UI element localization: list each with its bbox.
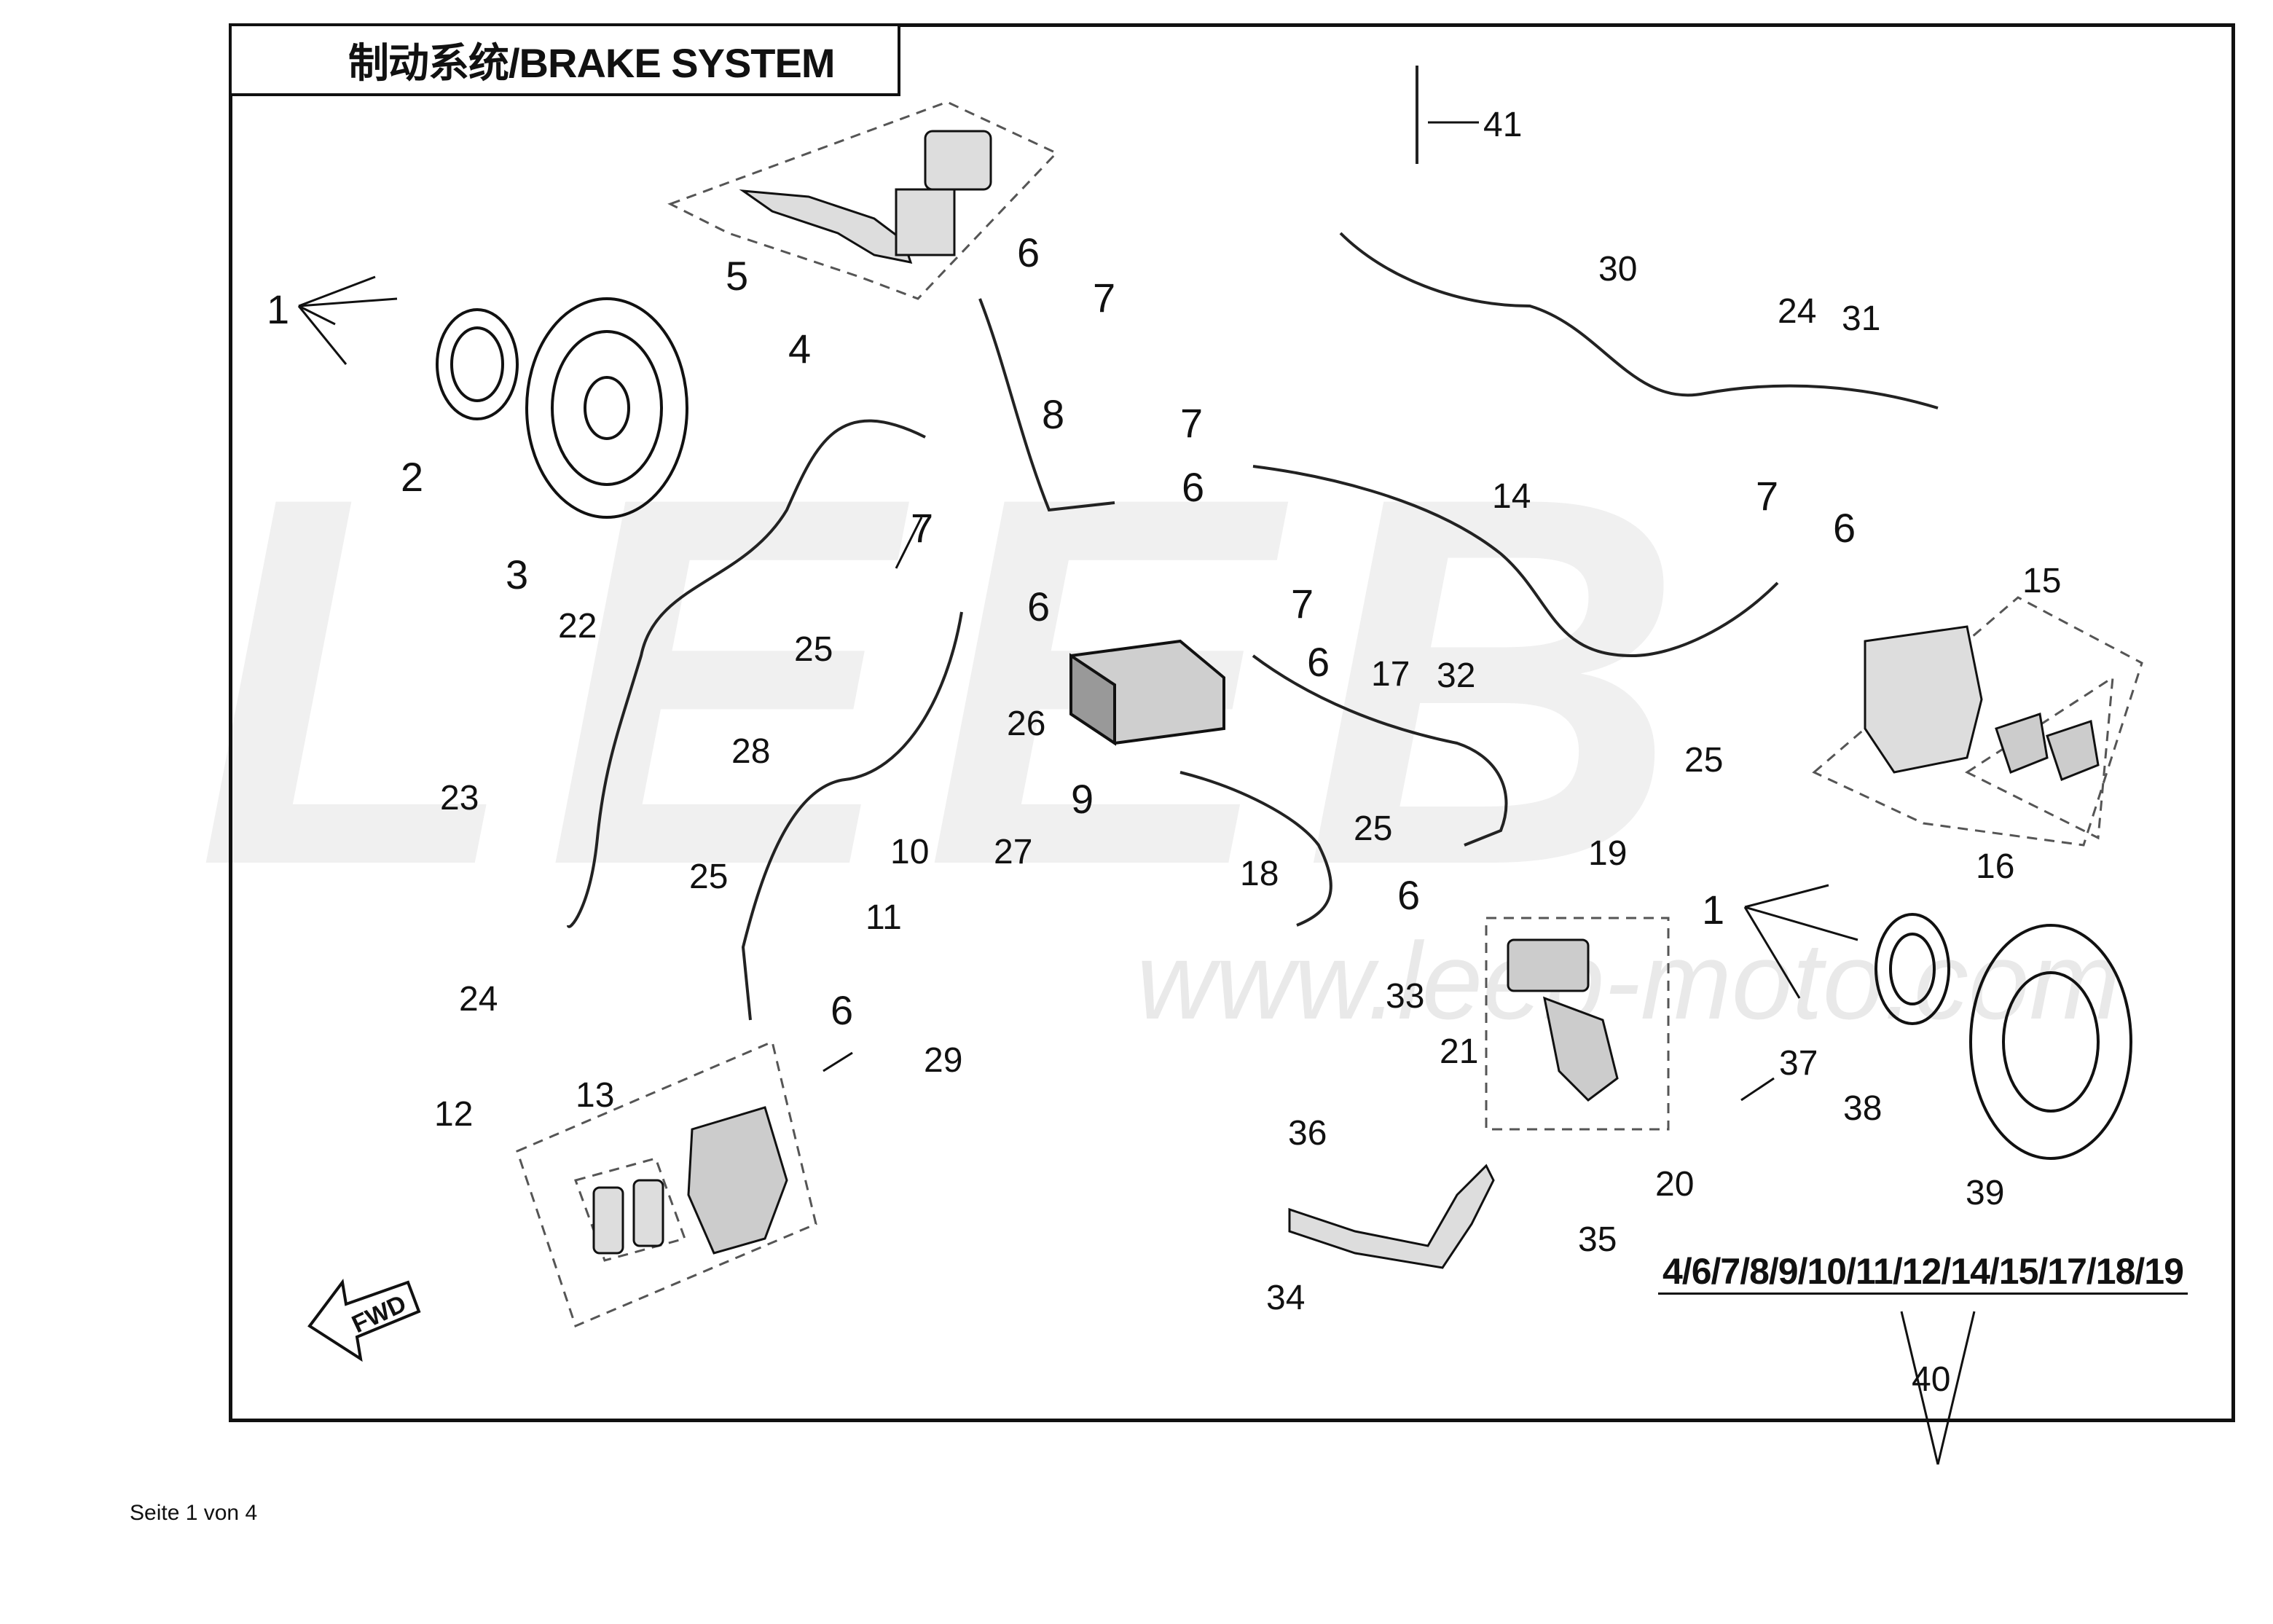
callout-10: 10 — [890, 833, 930, 871]
callout-33: 33 — [1386, 977, 1425, 1016]
diagram-title: 制动系统/BRAKE SYSTEM — [229, 23, 900, 96]
callout-8: 8 — [1042, 391, 1065, 437]
group-16-outline — [1964, 675, 2114, 840]
callout-20: 20 — [1655, 1165, 1695, 1204]
callout-21: 21 — [1440, 1032, 1479, 1071]
callout-28: 28 — [731, 732, 771, 771]
rear-abs-ring — [1874, 913, 1950, 1025]
group-13-outline — [574, 1157, 686, 1262]
callout-27: 27 — [994, 833, 1033, 871]
wire-30 — [1339, 232, 1939, 409]
front-abs-ring — [436, 308, 519, 420]
callout-15: 15 — [2022, 562, 2062, 600]
callout-1: 1 — [267, 286, 290, 332]
callout-1b: 1 — [1702, 887, 1725, 933]
group-4-outline — [667, 101, 1059, 300]
wire-18 — [1179, 771, 1332, 927]
callout-19: 19 — [1588, 834, 1628, 873]
callout-6c: 6 — [1027, 584, 1051, 629]
callout-34: 34 — [1266, 1279, 1306, 1317]
callout-6b: 6 — [1182, 464, 1205, 510]
callout-24a: 24 — [459, 980, 498, 1019]
group-12-outline — [516, 1040, 817, 1328]
callout-35: 35 — [1578, 1220, 1617, 1259]
callout-38: 38 — [1843, 1089, 1883, 1128]
group-15-outline — [1812, 596, 2143, 847]
callout-3: 3 — [506, 552, 529, 597]
callout-25a: 25 — [794, 630, 833, 669]
callout-31: 31 — [1842, 299, 1881, 338]
callout-16: 16 — [1976, 847, 2015, 886]
callout-12: 12 — [434, 1095, 474, 1134]
hose-8 — [978, 298, 1115, 512]
callout-7c: 7 — [911, 505, 934, 551]
callout-17: 17 — [1371, 655, 1410, 694]
callout-32: 32 — [1437, 656, 1476, 695]
callout-6f: 6 — [1397, 872, 1421, 918]
hose-14 — [1252, 465, 1779, 658]
callout-22: 22 — [558, 607, 597, 646]
callout-25b: 25 — [689, 858, 729, 896]
front-caliper — [687, 1106, 788, 1255]
group-19-outline — [1485, 917, 1670, 1131]
callout-7a: 7 — [1093, 275, 1116, 321]
rear-master-cylinder — [1507, 938, 1619, 1102]
abs-unit — [1069, 639, 1225, 746]
watermark-brand: LEEB — [197, 388, 1713, 974]
callout-4: 4 — [788, 326, 812, 372]
callout-5: 5 — [726, 253, 749, 299]
callout-7e: 7 — [1756, 473, 1779, 519]
callout-18: 18 — [1240, 855, 1279, 893]
callout-25d: 25 — [1684, 741, 1724, 780]
fwd-arrow — [307, 1279, 421, 1362]
callout-6d: 6 — [1307, 639, 1330, 685]
callout-14: 14 — [1492, 477, 1531, 516]
front-pads — [592, 1179, 664, 1255]
callout-25c: 25 — [1354, 809, 1393, 848]
callout-24b: 24 — [1778, 292, 1817, 331]
page-indicator: Seite 1 von 4 — [130, 1501, 258, 1525]
hose-22 — [567, 419, 926, 928]
callout-2: 2 — [401, 454, 424, 500]
callout-40: 40 — [1912, 1360, 1951, 1399]
callout-37: 37 — [1779, 1044, 1818, 1083]
hose-10 — [741, 611, 963, 1021]
callout-29: 29 — [924, 1041, 963, 1080]
kit-components-label: 4/6/7/8/9/10/11/12/14/15/17/18/19 — [1658, 1250, 2188, 1295]
diagram-frame — [229, 23, 2235, 1422]
rear-brake-disc — [1969, 924, 2132, 1160]
callout-13: 13 — [576, 1076, 615, 1115]
callout-6g: 6 — [831, 987, 854, 1033]
callout-36: 36 — [1288, 1114, 1327, 1153]
callout-11: 11 — [865, 898, 902, 937]
brake-pedal — [1288, 1164, 1495, 1269]
callout-26: 26 — [1007, 705, 1046, 743]
callout-23: 23 — [440, 779, 479, 817]
watermark-url: www.leeb-moto.com — [1136, 919, 2121, 1042]
rear-pads — [1995, 713, 2100, 781]
front-master-cylinder — [739, 130, 992, 264]
callout-7b: 7 — [1180, 400, 1204, 446]
callout-39: 39 — [1966, 1174, 2005, 1212]
hose-17 — [1252, 654, 1508, 847]
callout-30: 30 — [1598, 250, 1638, 289]
callout-9: 9 — [1071, 776, 1094, 822]
front-brake-disc — [525, 297, 688, 519]
callout-6a: 6 — [1017, 230, 1040, 275]
callout-7d: 7 — [1291, 581, 1314, 627]
callout-41: 41 — [1483, 106, 1523, 144]
rear-caliper — [1864, 625, 1983, 774]
callout-6e: 6 — [1833, 505, 1856, 551]
